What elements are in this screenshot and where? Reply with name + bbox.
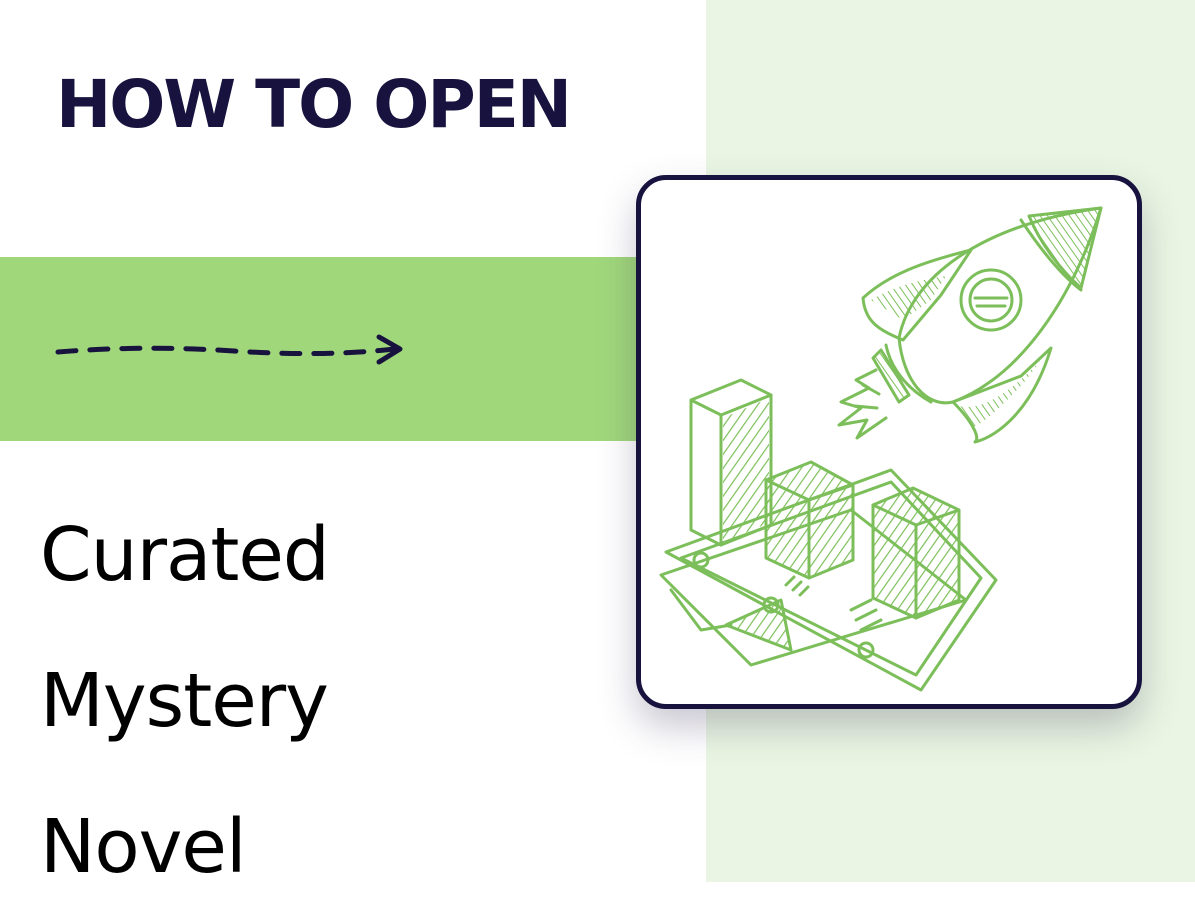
dashed-arrow-icon <box>55 334 403 365</box>
book-title: Curated Mystery Novel <box>40 482 330 920</box>
title-line-3: Novel <box>40 804 247 890</box>
title-line-1: Curated <box>40 512 330 598</box>
illustration-card <box>636 175 1142 709</box>
page-heading: HOW TO OPEN <box>56 66 572 143</box>
rocket-and-bar-chart-icon <box>659 206 1103 692</box>
title-line-2: Mystery <box>40 658 329 744</box>
